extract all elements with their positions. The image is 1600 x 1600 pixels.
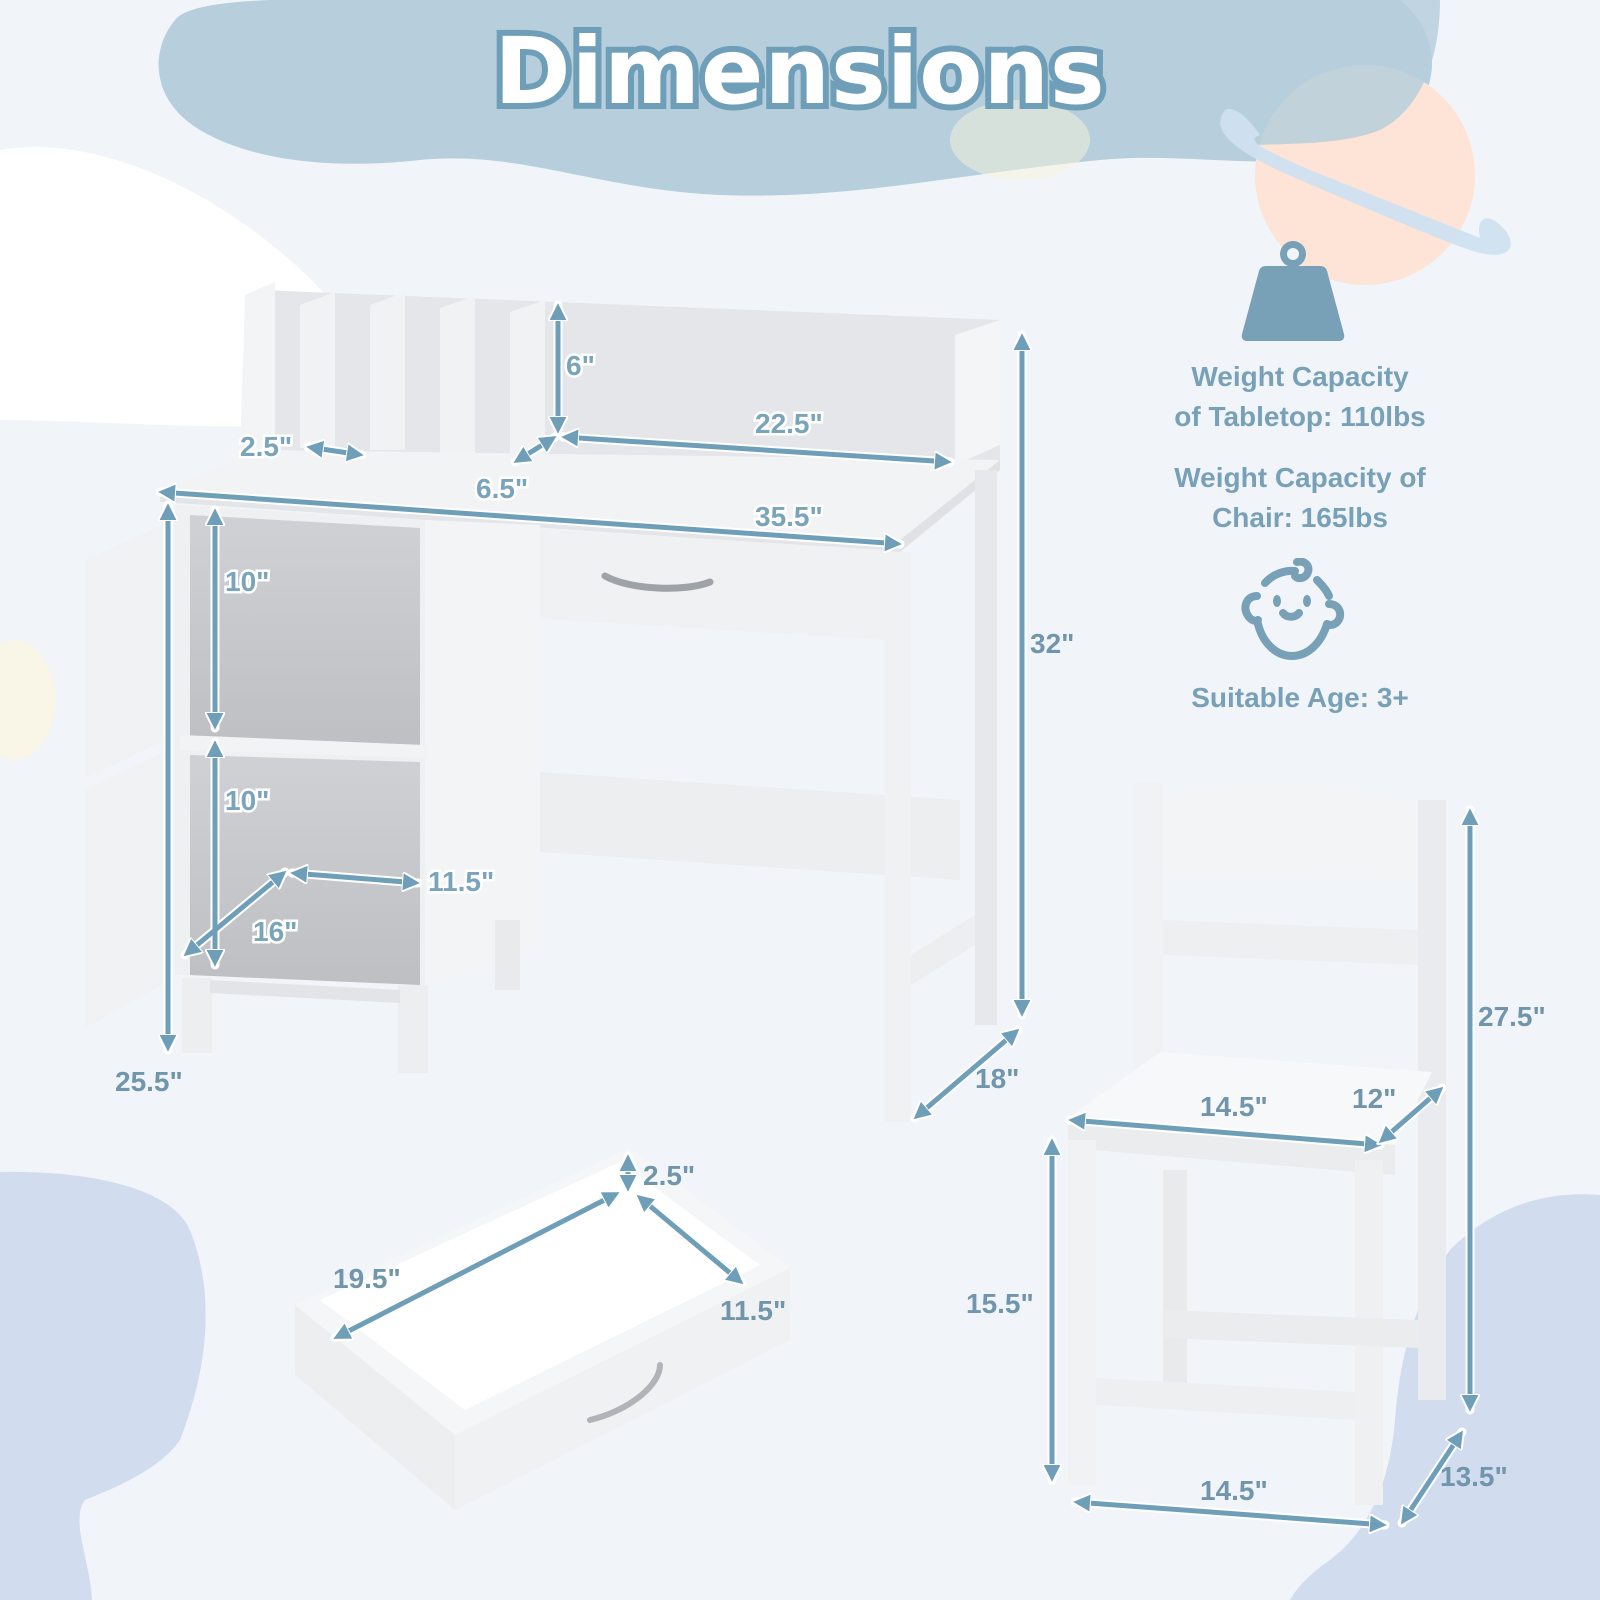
label-seat-depth: 12" — [1352, 1083, 1397, 1114]
baby-face-icon — [1241, 558, 1345, 661]
chair-capacity-line2: Chair: 165lbs — [1212, 502, 1388, 533]
arrow-hutch-shelf-width — [563, 437, 950, 462]
label-cabinet-inner-width: 11.5" — [425, 865, 496, 898]
desk-leg-front — [885, 552, 911, 1122]
label-upper-shelf-height: 10" — [222, 565, 271, 598]
desk-side-stretcher — [911, 915, 975, 985]
arrow-base-depth — [1402, 1432, 1462, 1523]
arrow-cabinet-width — [292, 873, 418, 883]
label-desk-height: 32" — [1030, 628, 1075, 659]
arrow-base-width — [1075, 1502, 1385, 1525]
label-cabinet-inner-depth: 16" — [250, 915, 299, 948]
label-hutch-depth: 6.5" — [473, 472, 530, 505]
label-lower-shelf-height: 10" — [222, 784, 271, 817]
cabinet-leg — [495, 920, 520, 990]
label-chair-height: 27.5" — [1478, 1001, 1546, 1032]
arrow-drawer-width — [638, 1196, 742, 1283]
page-title: Dimensions — [488, 12, 1110, 131]
label-drawer-length: 19.5" — [333, 1263, 401, 1294]
label-hutch-slot-width: 2.5" — [237, 430, 294, 463]
cabinet-door-lower — [85, 752, 162, 1028]
chair-capacity-info: Weight Capacity of Chair: 165lbs — [1120, 458, 1480, 538]
desk-back-stretcher — [540, 772, 960, 880]
header-blob — [158, 0, 1432, 196]
planet-ring — [1220, 109, 1511, 255]
glow-spot — [0, 640, 55, 760]
label-desk-depth: 18" — [975, 1063, 1020, 1094]
drawer-handle — [601, 572, 714, 592]
label-cabinet-height: 25.5" — [115, 1066, 183, 1097]
bottom-left-blob — [0, 1171, 206, 1600]
label-drawer-width: 11.5" — [720, 1295, 787, 1326]
arrow-hutch-slot-width — [308, 447, 362, 455]
label-hutch-shelf-width: 22.5" — [753, 407, 826, 440]
arrow-desk-depth — [915, 1030, 1018, 1118]
age-info: Suitable Age: 3+ — [1120, 678, 1480, 718]
label-base-width: 14.5" — [1200, 1475, 1268, 1506]
cabinet-leg — [182, 978, 212, 1053]
tabletop-capacity-line2: of Tabletop: 110lbs — [1174, 401, 1426, 432]
arrow-seat-depth — [1380, 1088, 1442, 1142]
label-seat-height: 15.5" — [966, 1288, 1034, 1319]
weight-icon — [1241, 241, 1345, 341]
cabinet-base-rail — [210, 980, 400, 1003]
cabinet-upper-inner — [190, 515, 420, 750]
tabletop-capacity-info: Weight Capacity of Tabletop: 110lbs — [1120, 357, 1480, 437]
desk-leg-back — [975, 470, 997, 1025]
arrow-hutch-depth — [515, 437, 555, 462]
label-seat-width: 14.5" — [1200, 1091, 1268, 1122]
chair-capacity-line1: Weight Capacity of — [1174, 462, 1426, 493]
tabletop-capacity-line1: Weight Capacity — [1191, 361, 1409, 392]
cabinet-door-upper — [85, 525, 162, 778]
label-desk-width: 35.5" — [753, 500, 826, 533]
arrow-desk-width — [160, 492, 900, 544]
arrow-seat-width — [1070, 1120, 1380, 1145]
desk-hutch — [240, 282, 1000, 465]
arrow-drawer-length — [335, 1193, 618, 1338]
label-drawer-height: 2.5" — [643, 1160, 696, 1191]
glow-spot — [950, 100, 1090, 180]
cabinet-shelf — [180, 735, 425, 758]
label-hutch-height: 6" — [564, 349, 598, 382]
label-base-depth: 13.5" — [1440, 1461, 1508, 1492]
cabinet-side-panel — [425, 520, 540, 990]
arrow-cabinet-depth — [185, 872, 285, 955]
suitable-age-text: Suitable Age: 3+ — [1191, 682, 1409, 713]
header-blob-overlap — [1150, 0, 1440, 151]
cabinet-leg — [398, 985, 428, 1073]
